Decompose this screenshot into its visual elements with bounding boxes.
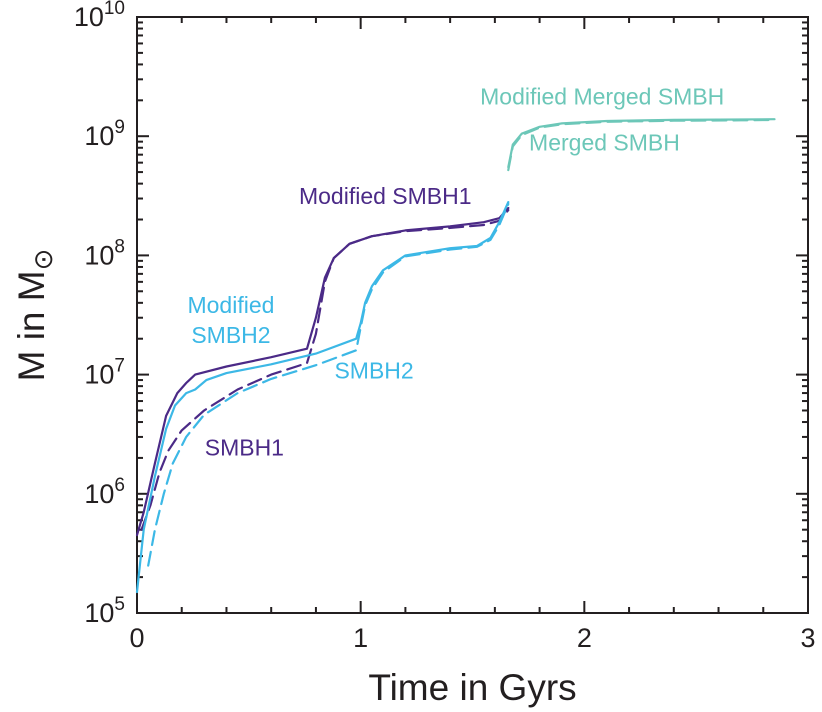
x-tick-label: 2: [577, 623, 592, 653]
series-annotations: Modified Merged SMBH Merged SMBH Modified …: [187, 83, 724, 460]
y-tick-label: 105: [84, 594, 125, 628]
label-modified-smbh1: Modified SMBH1: [299, 183, 472, 209]
label-smbh2: SMBH2: [334, 357, 413, 383]
plot-frame: [136, 16, 809, 614]
series-line-smbh2: [147, 202, 510, 567]
x-tick-label: 1: [353, 623, 368, 653]
y-tick-label: 107: [84, 356, 125, 390]
y-tick-label: 106: [84, 475, 125, 509]
y-axis-title: M in M⊙: [11, 249, 58, 382]
x-tick-label: 3: [800, 623, 815, 653]
y-axis-ticks: 105 106 107 108 109 1010: [74, 0, 808, 628]
series-line-smbh1: [140, 209, 510, 531]
y-tick-label: 108: [84, 236, 125, 270]
label-modified-merged-smbh: Modified Merged SMBH: [480, 83, 724, 109]
x-axis-title: Time in Gyrs: [368, 667, 576, 708]
x-axis-ticks: 0 1 2 3: [129, 17, 816, 653]
series-line-modified-smbh1: [135, 206, 510, 537]
x-tick-label: 0: [129, 623, 144, 653]
series-line-modified-smbh2: [135, 201, 510, 594]
label-smbh1: SMBH1: [205, 434, 284, 460]
y-tick-label: 109: [84, 117, 125, 151]
series-lines: [135, 118, 776, 594]
y-tick-label: 1010: [74, 0, 125, 32]
series-line-merged-smbh: [507, 118, 776, 172]
label-merged-smbh: Merged SMBH: [529, 129, 680, 155]
